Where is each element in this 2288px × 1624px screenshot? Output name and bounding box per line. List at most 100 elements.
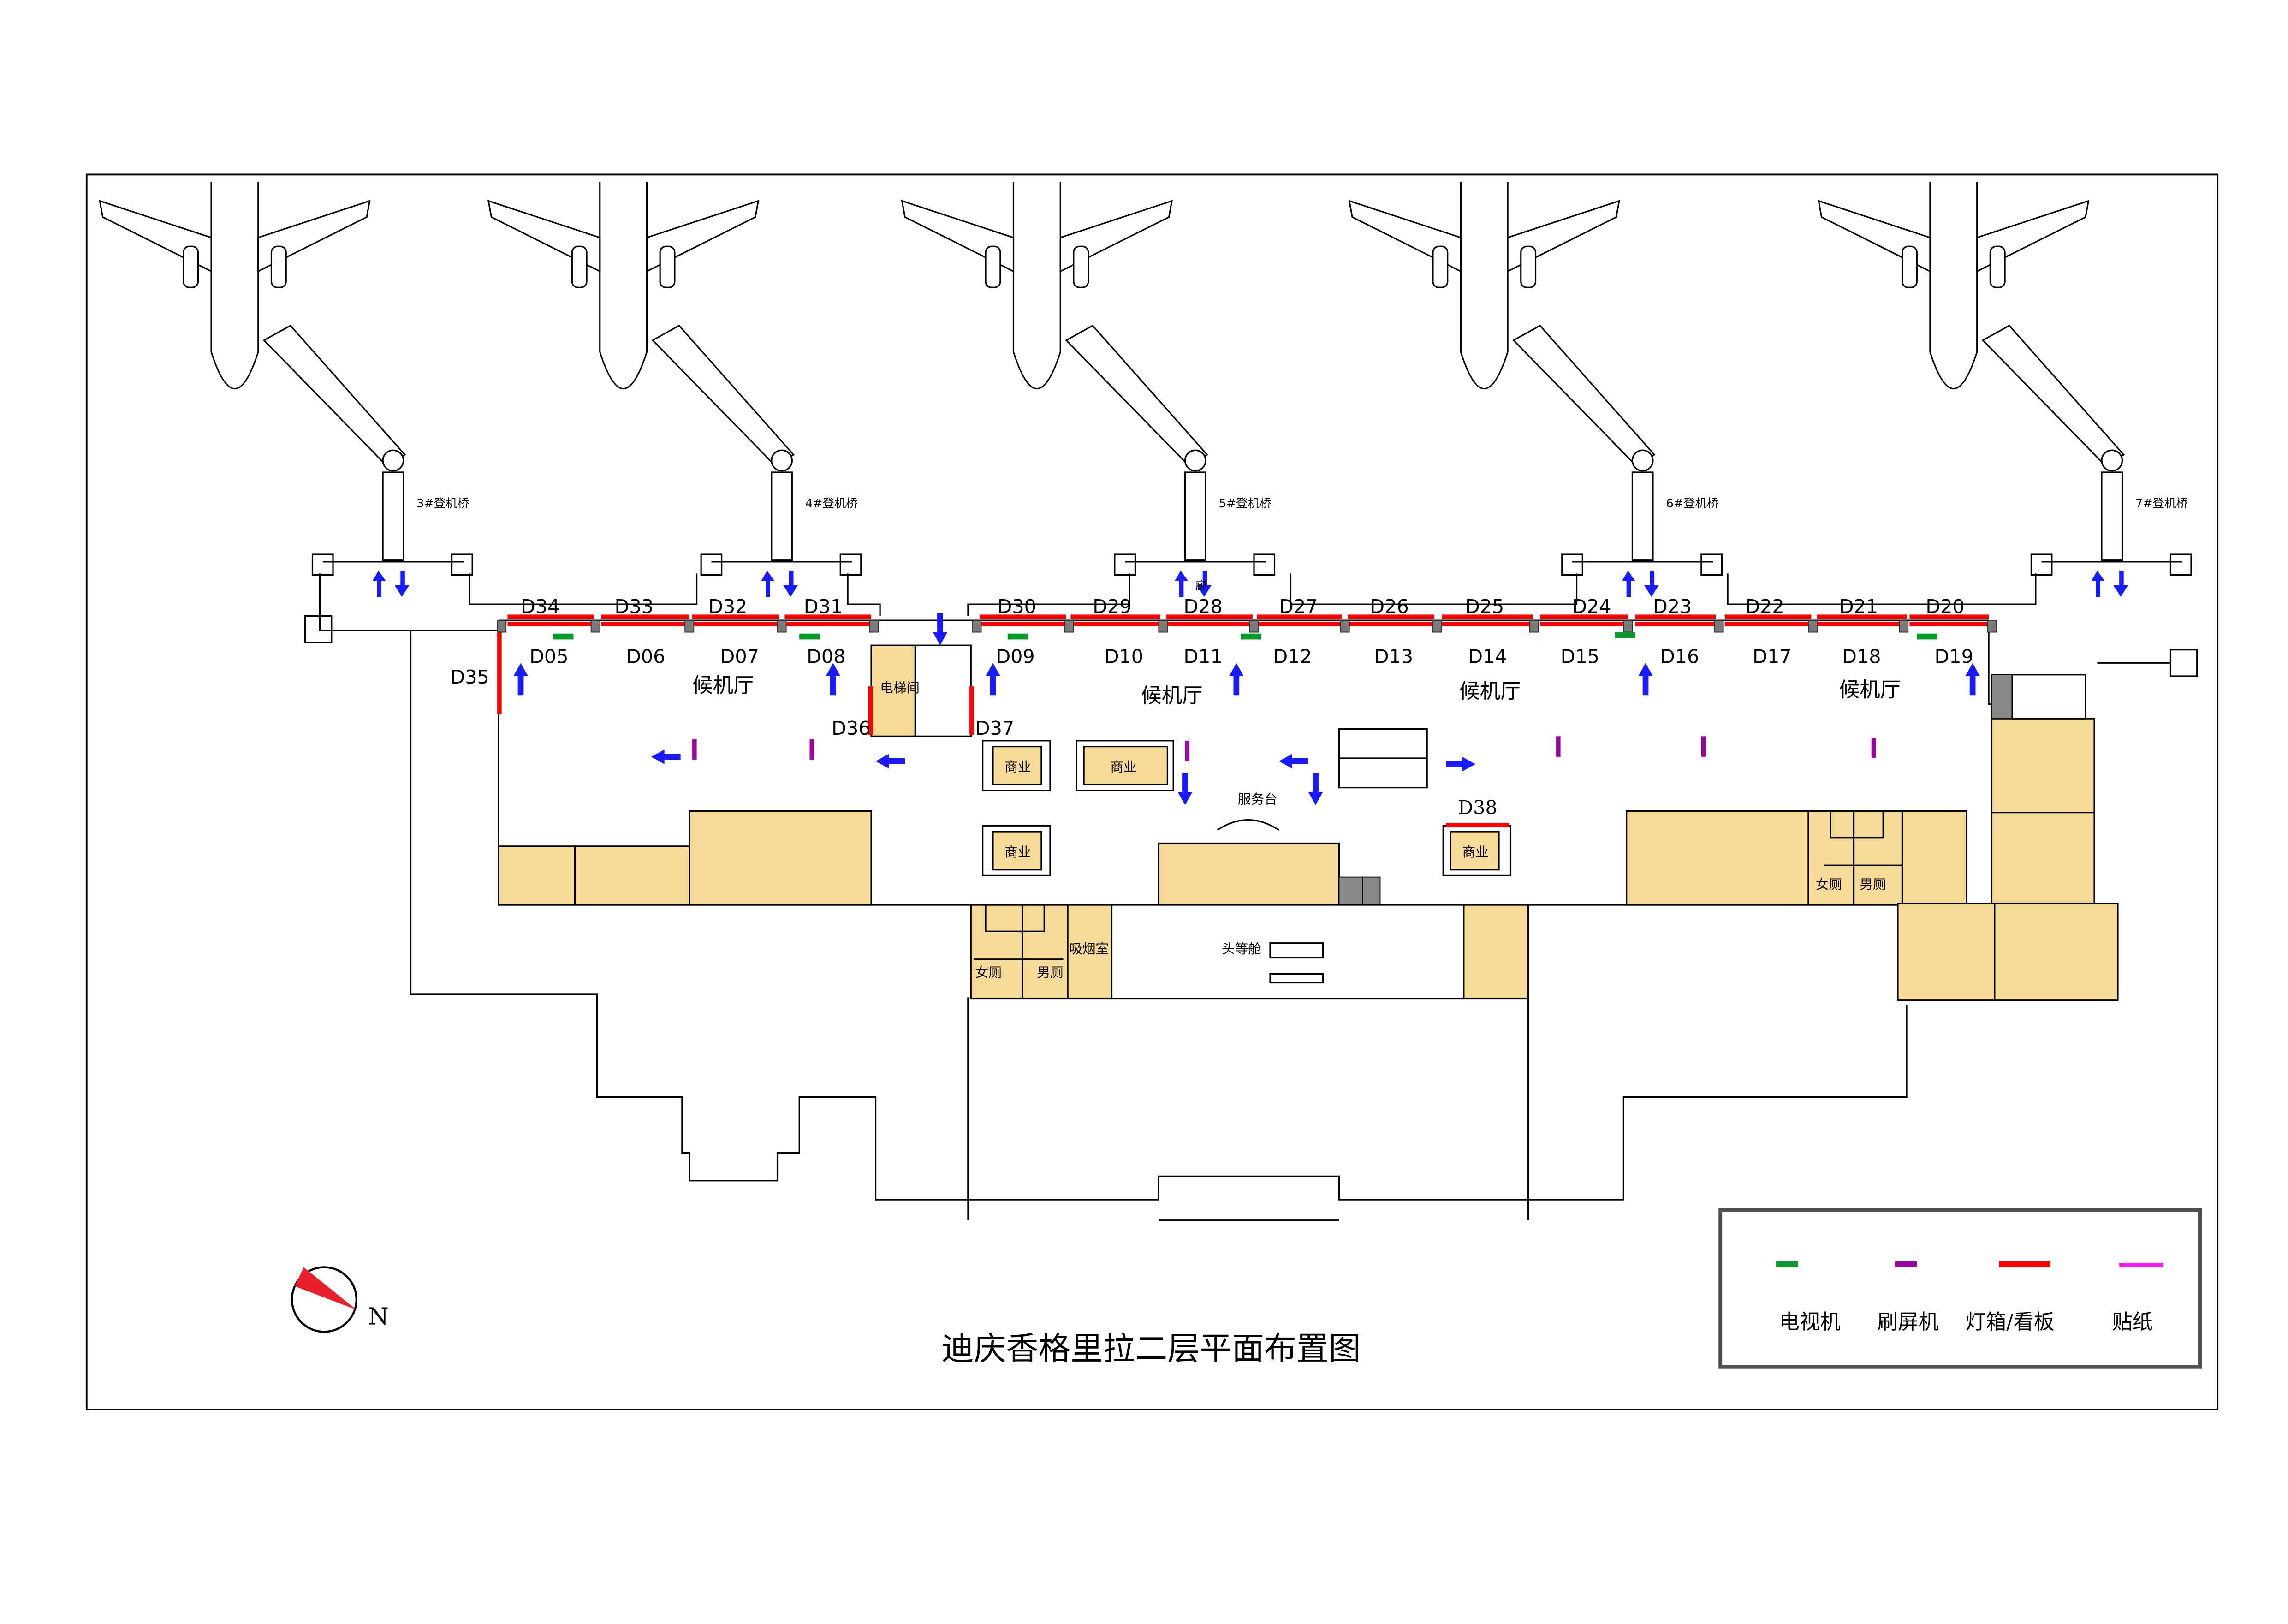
column xyxy=(1158,620,1168,633)
bridge-label: 4#登机桥 xyxy=(805,496,858,510)
shop-room-left-1 xyxy=(498,845,576,906)
gate-label-upper: D33 xyxy=(615,595,654,618)
column xyxy=(869,620,879,633)
gate-label-d38: D38 xyxy=(1458,797,1498,819)
shop-label-1: 商业 xyxy=(1004,759,1031,775)
gate-label-upper: D34 xyxy=(521,595,559,618)
arrow-up-icon xyxy=(1965,663,1980,696)
lightbox-marker xyxy=(692,614,779,619)
screen-marker xyxy=(1185,740,1190,761)
service-desk-label: 服务台 xyxy=(1238,791,1278,807)
right-wing-4 xyxy=(1994,903,2119,1001)
gate-label-upper: D24 xyxy=(1572,595,1611,618)
lightbox-marker xyxy=(1257,622,1342,626)
gate-label-upper: D29 xyxy=(1093,595,1131,618)
column xyxy=(1899,620,1909,633)
gate-label-upper: D21 xyxy=(1839,595,1878,618)
restroom-block-left xyxy=(970,904,1113,1000)
gate-label-d37: D37 xyxy=(975,717,1014,739)
gate-label-lower: D11 xyxy=(1183,645,1222,667)
column xyxy=(1340,620,1350,633)
north-compass: N xyxy=(291,1266,389,1333)
womens-restroom-label-right: 女厕 xyxy=(1816,876,1842,892)
lightbox-marker xyxy=(784,614,872,619)
bridge-pier xyxy=(451,553,473,576)
arrow-up-icon xyxy=(761,570,775,597)
mens-restroom-label-right: 男厕 xyxy=(1860,876,1886,892)
arrow-up-icon xyxy=(1638,663,1653,696)
gate-label-upper: D26 xyxy=(1370,595,1408,618)
rooms xyxy=(498,644,2119,1001)
arrow-down-icon xyxy=(1644,570,1659,597)
lightbox-marker xyxy=(601,622,689,626)
gate-label-upper: D25 xyxy=(1465,595,1504,618)
lightbox-marker-d37 xyxy=(969,686,974,735)
lightbox-marker xyxy=(507,614,594,619)
aircraft-icon xyxy=(901,182,1208,472)
column xyxy=(1432,620,1442,633)
gate-label-lower: D07 xyxy=(720,645,759,667)
jet-bridge-arm xyxy=(651,324,795,468)
hall-label-3: 候机厅 xyxy=(1459,680,1521,703)
aircraft-group xyxy=(99,182,2125,472)
plan-title: 迪庆香格里拉二层平面布置图 xyxy=(942,1330,1361,1368)
bridge-tunnel xyxy=(1631,471,1654,561)
bridge-pier xyxy=(2030,553,2053,576)
smoking-room-label: 吸烟室 xyxy=(1069,941,1109,957)
gate-label-lower: D10 xyxy=(1105,645,1143,667)
bridge-label: 3#登机桥 xyxy=(416,496,469,510)
arrow-down-icon xyxy=(783,570,798,597)
arrow-up-icon xyxy=(1175,570,1188,597)
lightbox-marker xyxy=(1635,622,1716,626)
legend-swatch-lightbox xyxy=(1999,1261,2050,1267)
arrow-right-icon xyxy=(1446,756,1476,772)
tv-marker xyxy=(1615,632,1635,638)
gate-label-upper: D30 xyxy=(998,595,1036,618)
arrow-up-icon xyxy=(826,663,841,696)
legend-swatch-screen xyxy=(1895,1261,1917,1267)
bridge-pier xyxy=(1114,553,1136,576)
arrow-left-icon xyxy=(1279,754,1308,769)
lightbox-marker xyxy=(1442,614,1533,619)
jet-bridge-arm xyxy=(1065,324,1208,468)
shop-room-left-3 xyxy=(689,810,872,906)
bridge-label: 5#登机桥 xyxy=(1219,496,1272,510)
lightbox-marker xyxy=(784,622,872,626)
lightbox-marker xyxy=(1166,614,1253,619)
gate-label-upper: D28 xyxy=(1183,595,1222,618)
arrow-down-icon xyxy=(1177,773,1193,805)
gate-label-lower: D14 xyxy=(1468,645,1507,667)
hall-label-1: 候机厅 xyxy=(692,674,754,697)
column xyxy=(684,620,695,633)
lightbox-marker-d35 xyxy=(497,629,502,714)
lightbox-marker xyxy=(1540,622,1628,626)
gate-label-lower: D13 xyxy=(1374,645,1413,667)
bridge-pier xyxy=(1561,553,1583,576)
lightbox-marker xyxy=(1070,614,1160,619)
gate-label-upper: D22 xyxy=(1745,595,1784,618)
lightbox-marker xyxy=(601,614,689,619)
legend-label-screen: 刷屏机 xyxy=(1877,1310,1939,1334)
column xyxy=(1808,620,1818,633)
gate-label-upper: D27 xyxy=(1279,595,1318,618)
flow-arrows xyxy=(372,570,2128,805)
gate-label-lower: D17 xyxy=(1753,645,1791,667)
arrow-down-icon xyxy=(1308,773,1323,805)
gate-label-d36: D36 xyxy=(832,717,870,739)
aircraft-icon xyxy=(99,182,406,472)
bridge-pier xyxy=(311,553,334,576)
corridor-label: 廊 xyxy=(1195,578,1207,592)
drawing-frame xyxy=(85,173,2219,1410)
legend-swatch-sticker xyxy=(2119,1262,2163,1267)
gate-label-upper: D23 xyxy=(1653,595,1692,618)
lightbox-marker xyxy=(1635,614,1716,619)
lightbox-marker xyxy=(1909,614,1989,619)
arrow-down-icon xyxy=(1196,570,1212,597)
bridge-tunnel xyxy=(2101,471,2123,561)
column xyxy=(590,620,600,633)
right-wing-2 xyxy=(1991,812,2095,904)
lightbox-marker xyxy=(1909,622,1989,626)
arrow-down-icon xyxy=(933,613,948,646)
